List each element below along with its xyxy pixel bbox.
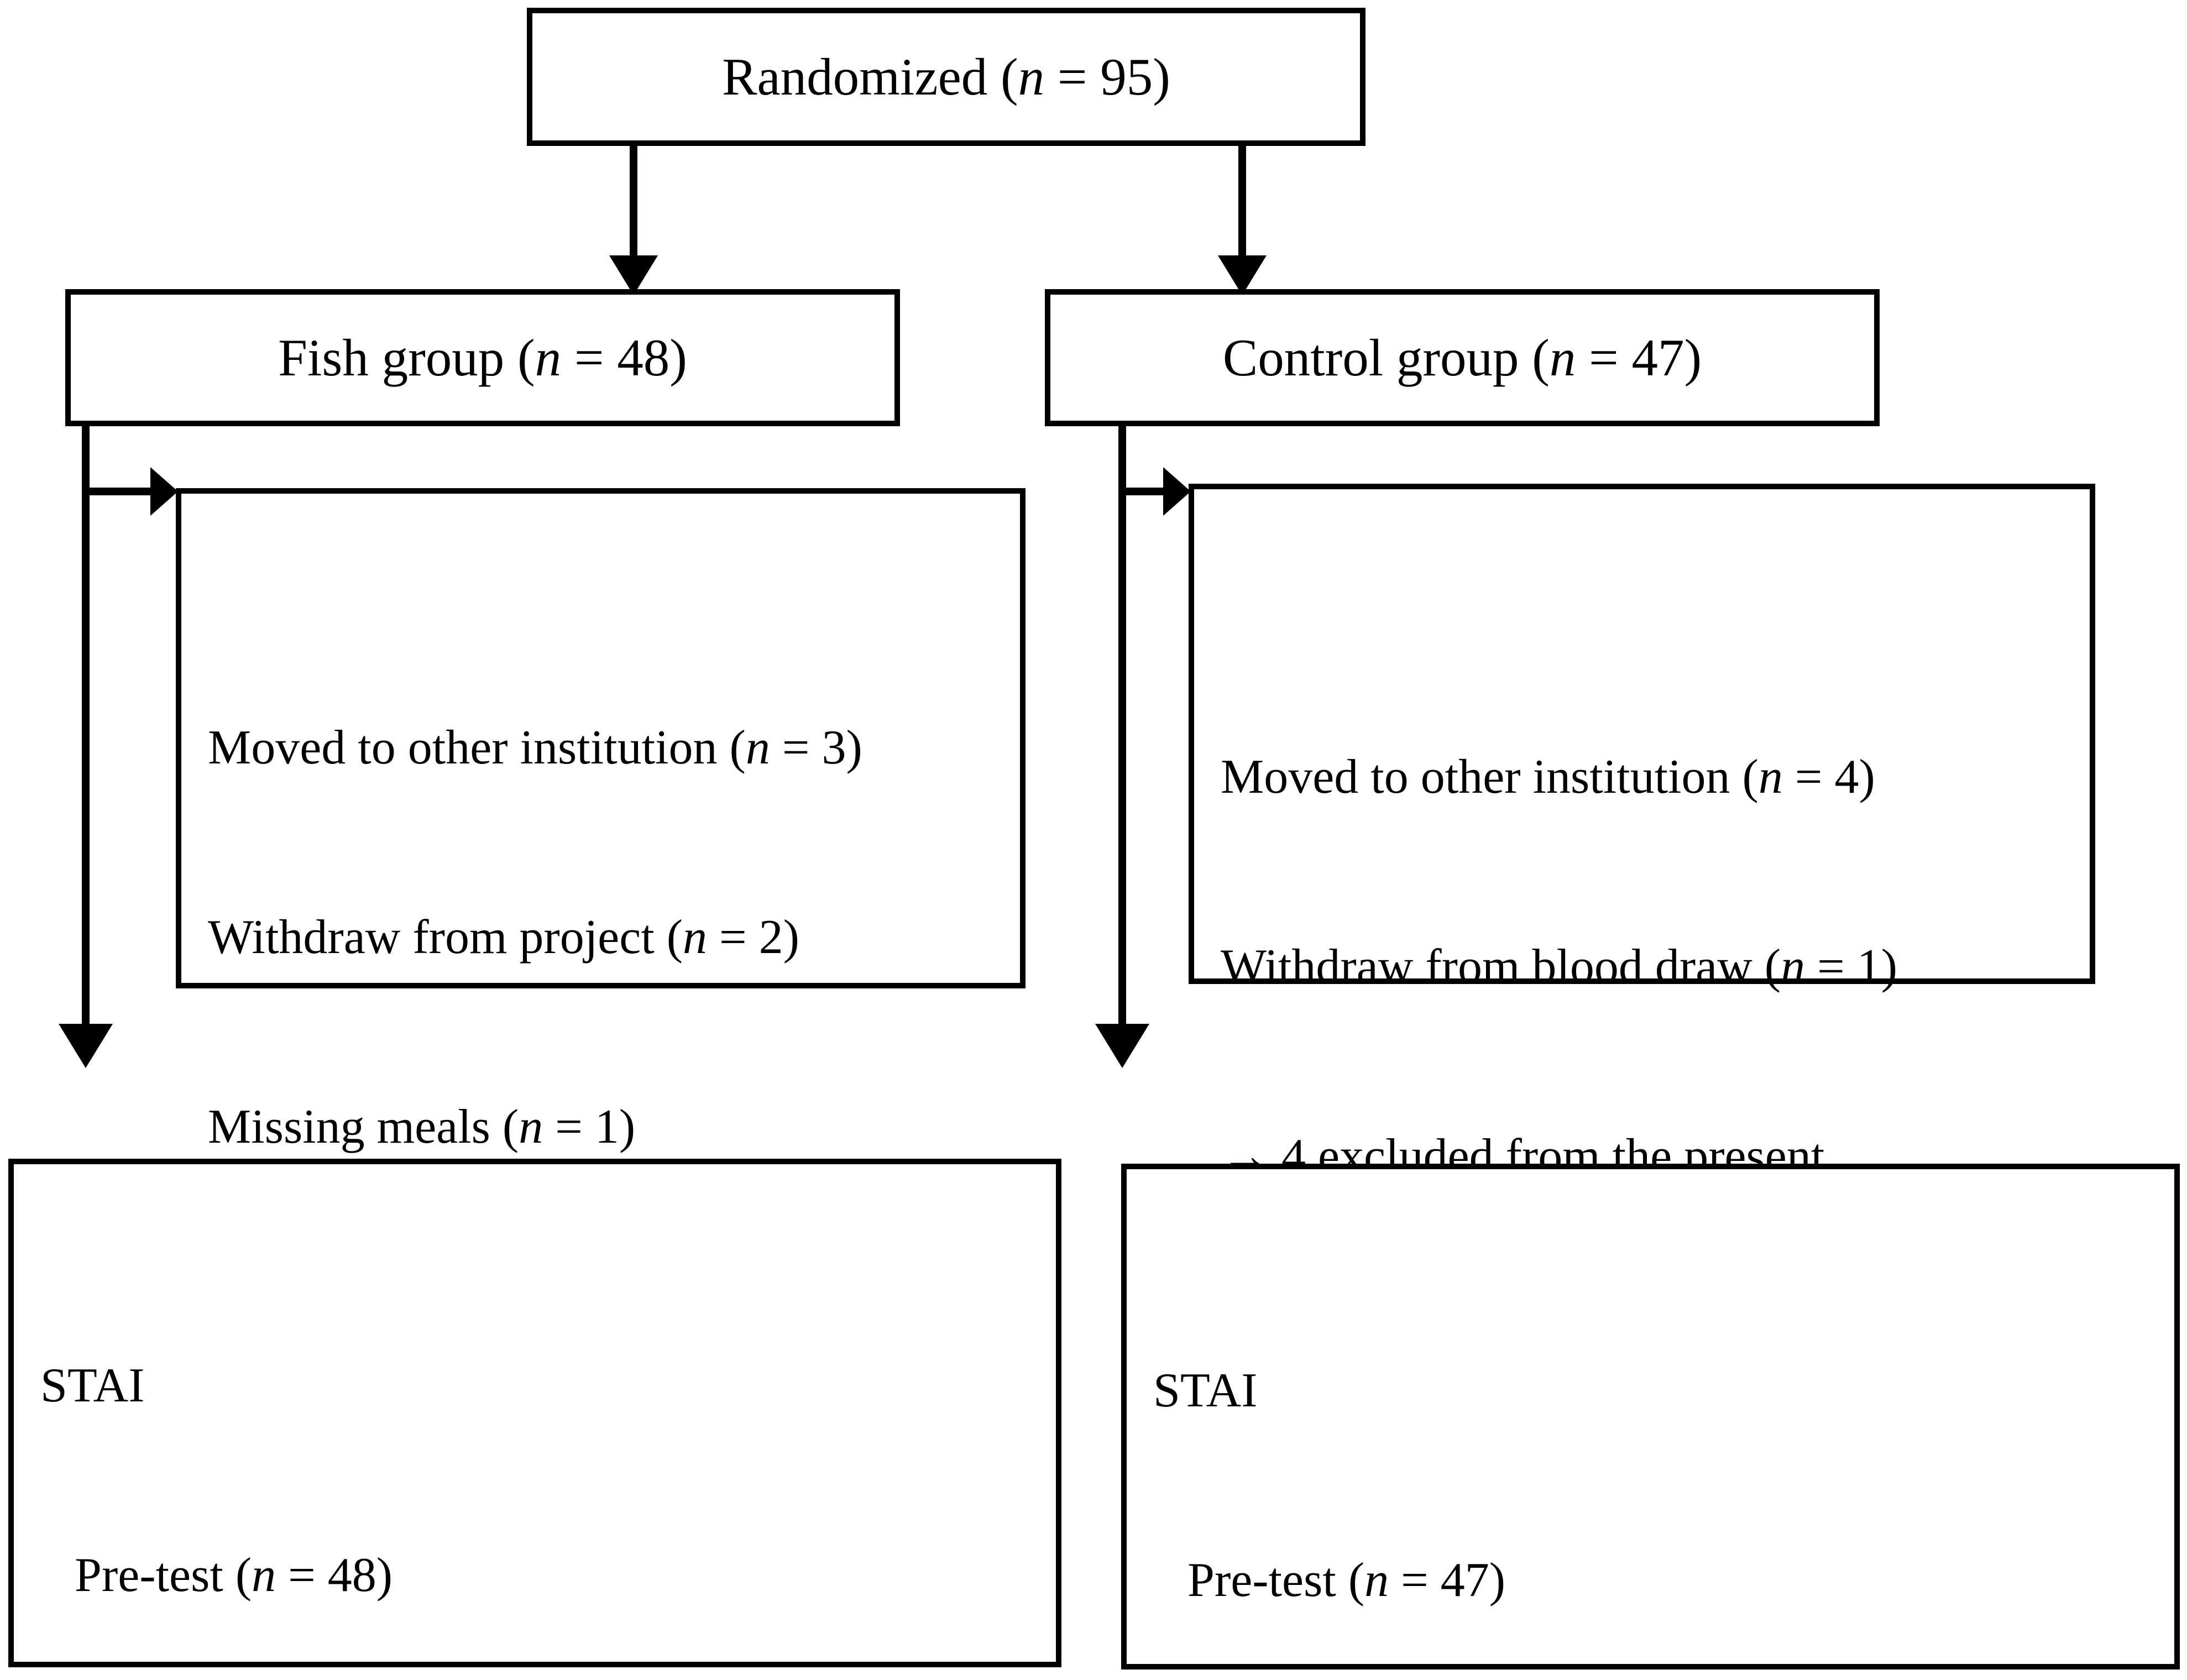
connector-control-to-exclusion <box>1122 467 1191 516</box>
fish-measure-1-name: STAI <box>40 1358 145 1412</box>
randomized-close: ) <box>1153 48 1170 106</box>
fish-group-n-value: 48 <box>617 328 670 387</box>
control-exclusion-line-2: Withdraw from blood draw (n = 1) <box>1221 939 1898 993</box>
fish-exclusion-line-2: Withdraw from project (n = 2) <box>208 910 799 964</box>
fish-outcomes-text: STAI Pre-test (n = 48) Post-test (n = 42… <box>40 1228 600 1680</box>
fish-exclusion-box: Moved to other institution (n = 3) Withd… <box>176 488 1026 1533</box>
control-outcomes-text: STAI Pre-test (n = 47) Post-test (n = 43… <box>1153 1233 1713 1680</box>
randomized-n-value: 95 <box>1100 48 1153 106</box>
randomized-label-text: Randomized ( <box>722 48 1018 106</box>
control-group-label: Control group (n = 47) <box>1223 327 1702 388</box>
fish-group-label-text: Fish group ( <box>278 328 535 387</box>
fish-outcomes-box: STAI Pre-test (n = 48) Post-test (n = 42… <box>8 1159 1061 1667</box>
randomized-box: Randomized (n = 95) <box>527 8 1365 146</box>
control-exclusion-box: Moved to other institution (n = 4) Withd… <box>1189 484 2095 1373</box>
connector-control-trunk <box>1095 426 1149 1068</box>
control-exclusion-line-1: Moved to other institution (n = 4) <box>1221 750 1875 804</box>
connector-randomized-to-fish <box>609 146 658 295</box>
control-group-eq: = <box>1576 328 1632 387</box>
control-group-n-symbol: n <box>1549 328 1576 387</box>
fish-exclusion-line-3: Missing meals (n = 1) <box>208 1100 636 1154</box>
control-group-box: Control group (n = 47) <box>1045 289 1880 426</box>
fish-exclusion-line-1: Moved to other institution (n = 3) <box>208 720 862 774</box>
connector-fish-trunk <box>59 426 113 1068</box>
control-group-n-value: 47 <box>1631 328 1684 387</box>
connector-fish-to-exclusion <box>86 467 178 516</box>
randomized-n-symbol: n <box>1018 48 1045 106</box>
control-group-label-text: Control group ( <box>1222 328 1550 387</box>
fish-group-n-symbol: n <box>535 328 562 387</box>
control-measure-1-name: STAI <box>1153 1363 1258 1417</box>
randomized-label: Randomized (n = 95) <box>722 46 1170 107</box>
fish-group-eq: = <box>561 328 618 387</box>
control-group-close: ) <box>1684 328 1702 387</box>
fish-group-box: Fish group (n = 48) <box>65 289 900 426</box>
control-measure-1-row-1: Pre-test (n = 47) <box>1187 1553 1506 1607</box>
randomized-eq: = <box>1044 48 1101 106</box>
control-outcomes-box: STAI Pre-test (n = 47) Post-test (n = 43… <box>1121 1164 2180 1669</box>
connector-randomized-to-control <box>1218 146 1267 295</box>
fish-group-label: Fish group (n = 48) <box>278 327 687 388</box>
fish-measure-1-row-1: Pre-test (n = 48) <box>75 1548 393 1602</box>
fish-group-close: ) <box>669 328 687 387</box>
